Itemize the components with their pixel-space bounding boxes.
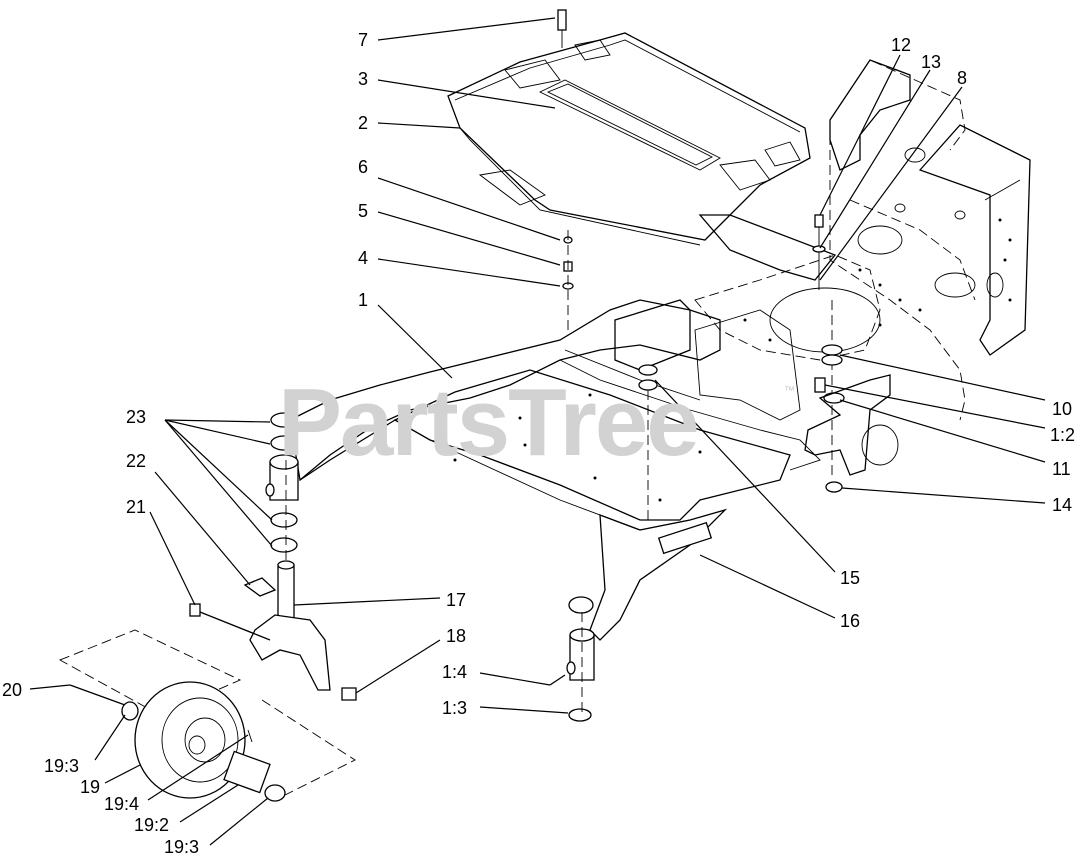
callout-19: 19 — [80, 777, 101, 797]
right-pivot-stack — [804, 300, 899, 493]
callout-15: 15 — [840, 568, 861, 588]
left-caster-fork-part-17 — [189, 420, 357, 701]
left-caster-pivot — [265, 412, 299, 553]
bolt-part-12 — [812, 214, 826, 290]
callout-4: 4 — [358, 248, 369, 268]
callout-19-2: 19:2 — [134, 815, 170, 835]
callout-1-2: 1:2 — [1050, 425, 1076, 445]
callout-6: 6 — [358, 157, 369, 177]
callout-22: 22 — [126, 451, 147, 471]
callout-21: 21 — [126, 497, 147, 517]
callout-7: 7 — [358, 30, 369, 50]
washer-part-15 — [638, 364, 658, 520]
washer-stack-4-5-6 — [562, 230, 574, 330]
callout-17: 17 — [446, 590, 467, 610]
leader-lines — [29, 17, 1046, 846]
callout-20: 20 — [2, 680, 23, 700]
callout-1: 1 — [358, 290, 369, 310]
callout-1-4: 1:4 — [442, 662, 468, 682]
callout-5: 5 — [358, 201, 369, 221]
knob-part-7 — [557, 9, 567, 48]
callout-13: 13 — [921, 52, 942, 72]
side-frame-part — [829, 59, 1031, 421]
callout-19-4: 19:4 — [104, 794, 140, 814]
callout-19-3-lower: 19:3 — [164, 837, 200, 857]
seat-pan-part — [447, 32, 811, 246]
callout-2: 2 — [358, 113, 369, 133]
callout-1-3: 1:3 — [442, 698, 468, 718]
callout-12: 12 — [891, 35, 912, 55]
callout-16: 16 — [840, 611, 861, 631]
callout-23: 23 — [126, 407, 147, 427]
trademark-symbol: ™ — [784, 385, 795, 397]
callout-18: 18 — [446, 626, 467, 646]
callout-14: 14 — [1052, 495, 1073, 515]
callout-19-3-upper: 19:3 — [44, 756, 80, 776]
partstree-watermark: PartsTree — [278, 369, 700, 476]
callout-8: 8 — [957, 68, 968, 88]
callout-10: 10 — [1052, 399, 1073, 419]
callout-3: 3 — [358, 69, 369, 89]
pump-plate-part-8 — [694, 214, 882, 361]
right-caster-part — [549, 596, 595, 722]
main-frame-part-1 — [289, 299, 821, 641]
left-wheel-part-19 — [58, 629, 356, 802]
callout-11: 11 — [1052, 459, 1071, 479]
